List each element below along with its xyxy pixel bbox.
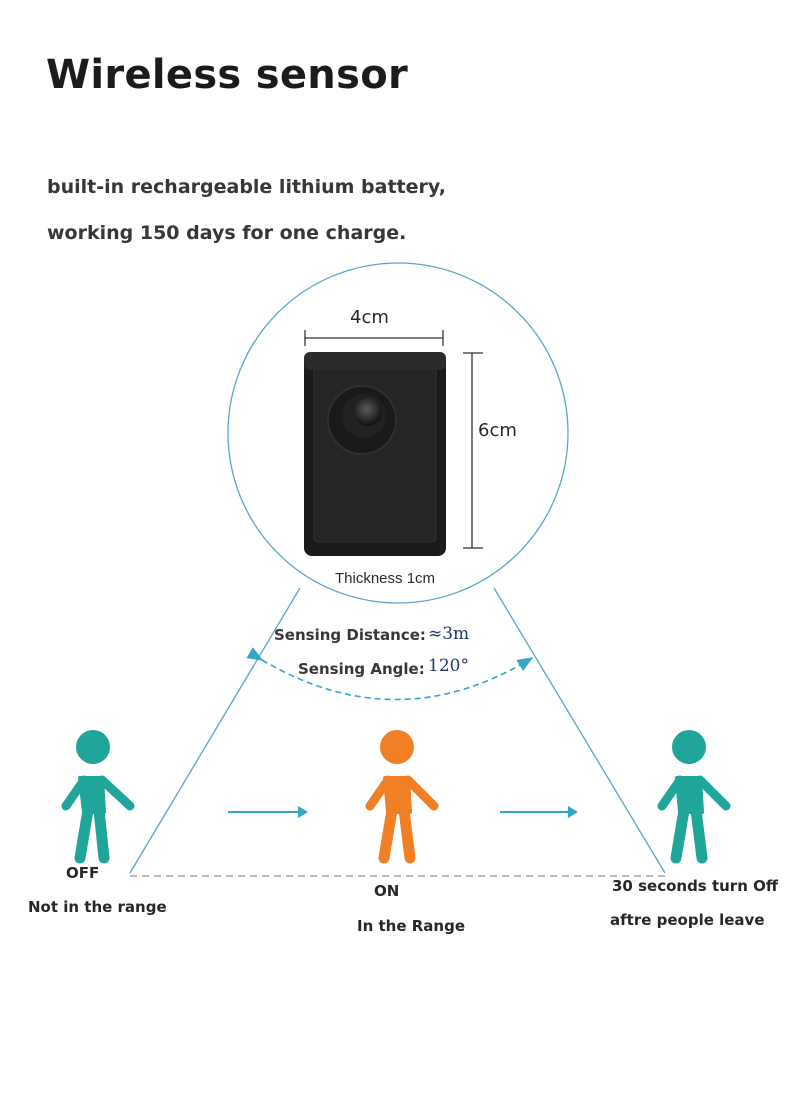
width-label: 4cm xyxy=(350,307,389,328)
on-state-label: ON xyxy=(374,882,400,900)
person-icon xyxy=(61,730,135,864)
sensing-angle-label: Sensing Angle: xyxy=(298,660,425,678)
sensing-angle-value: 120° xyxy=(428,656,469,676)
person-icon xyxy=(365,730,439,864)
person-icon xyxy=(657,730,731,864)
battery-life-description: working 150 days for one charge. xyxy=(47,222,407,244)
timeout-state-description: aftre people leave xyxy=(610,911,765,929)
arrow-right-icon xyxy=(228,806,308,818)
sensing-distance-value: ≈3m xyxy=(428,624,470,644)
timeout-state-label: 30 seconds turn Off xyxy=(612,877,779,895)
off-state-description: Not in the range xyxy=(28,898,167,916)
sensing-distance-label: Sensing Distance: xyxy=(274,626,426,644)
battery-description: built-in rechargeable lithium battery, xyxy=(47,176,446,198)
height-label: 6cm xyxy=(478,420,517,441)
page-title: Wireless sensor xyxy=(46,52,408,98)
sensing-angle-arc xyxy=(246,647,534,701)
thickness-label: Thickness 1cm xyxy=(335,570,436,587)
cone-left-line xyxy=(129,587,301,874)
sensor-device xyxy=(304,352,446,556)
off-state-label: OFF xyxy=(66,864,100,882)
arrow-right-icon xyxy=(500,806,578,818)
on-state-description: In the Range xyxy=(357,917,465,935)
cone-right-line xyxy=(493,587,666,874)
